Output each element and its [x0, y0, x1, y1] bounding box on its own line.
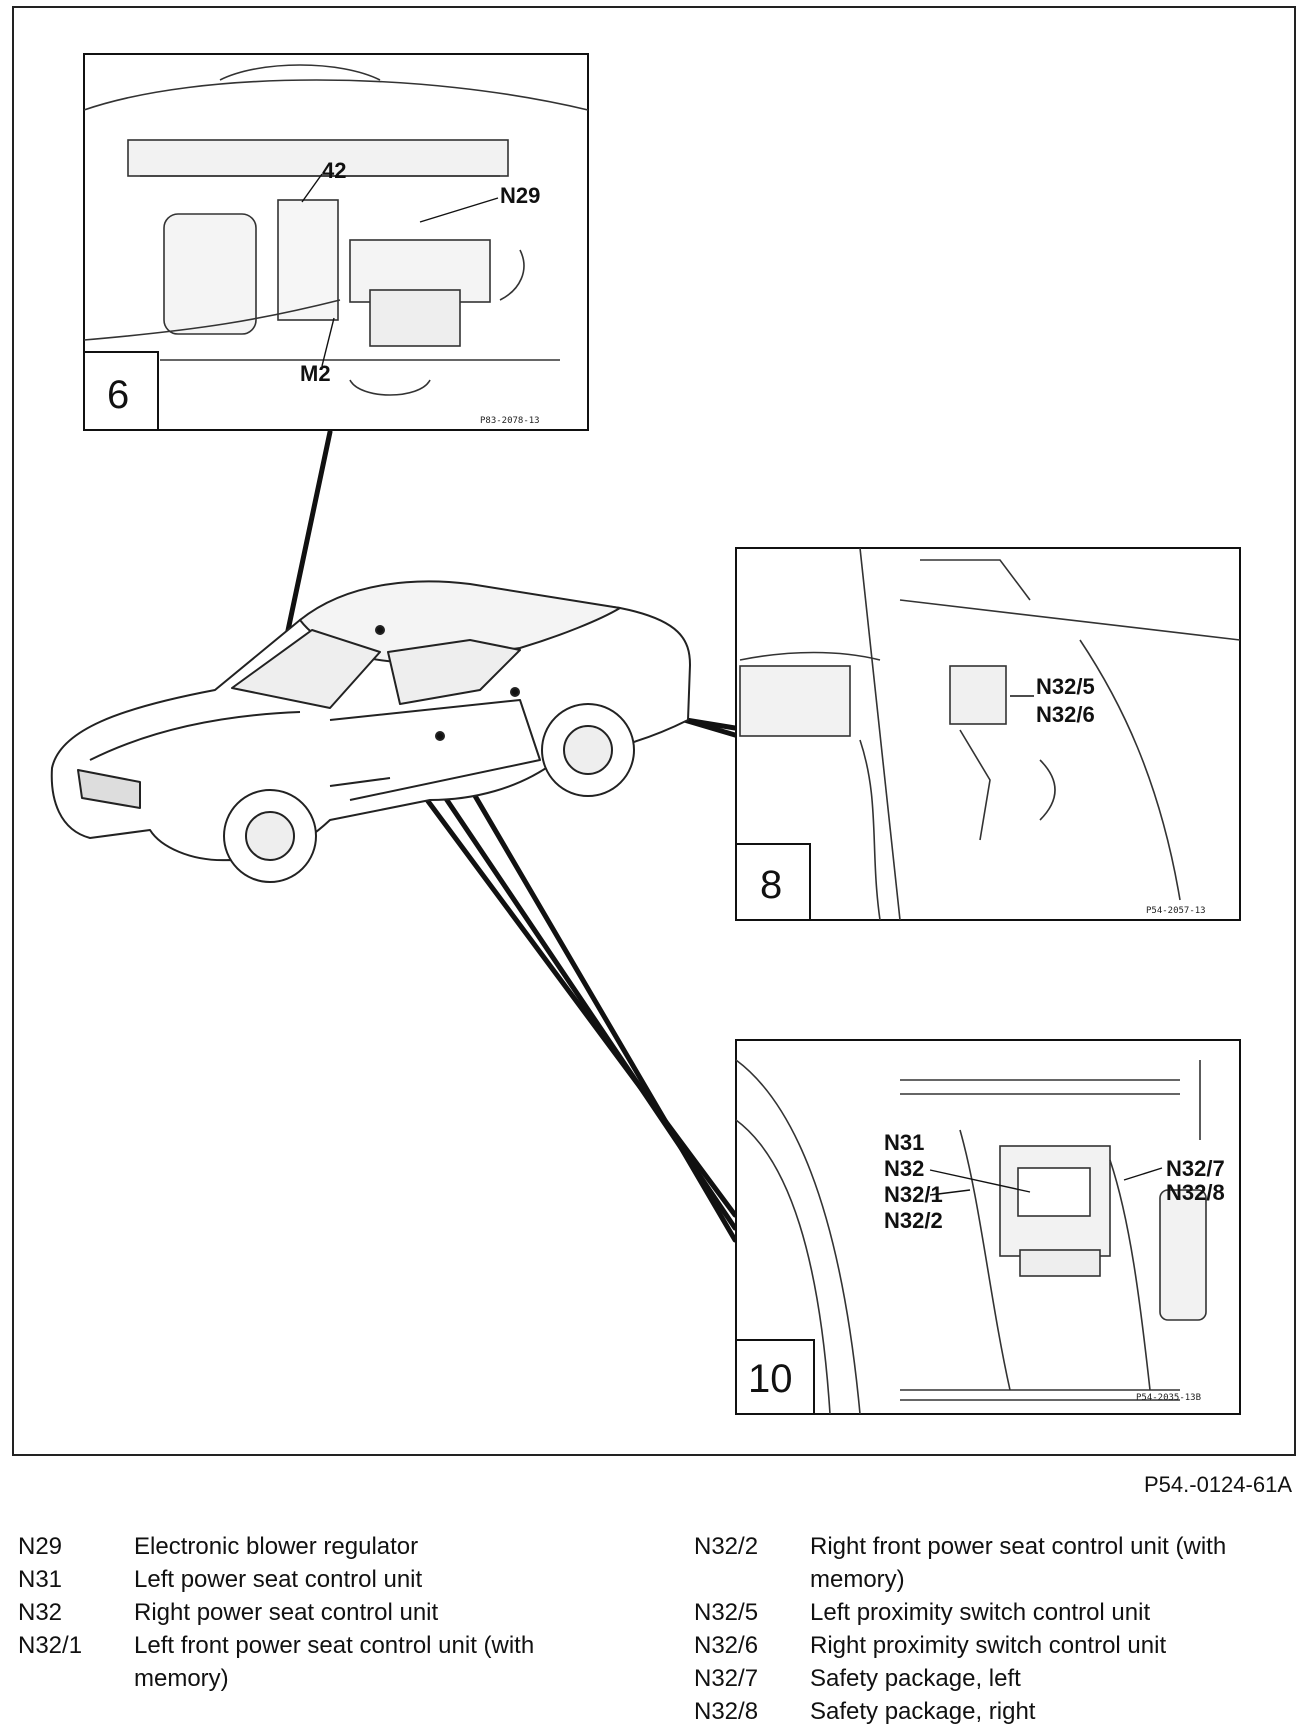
figure-reference: P54.-0124-61A [1144, 1472, 1292, 1497]
legend-column-left: N29 Electronic blower regulator N31 Left… [18, 1530, 638, 1695]
panel-10-callout: N32/7 [1166, 1156, 1225, 1181]
legend-row: N32/5 Left proximity switch control unit [694, 1596, 1294, 1629]
legend-description: Safety package, left [810, 1665, 1021, 1692]
legend-description: Safety package, right [810, 1698, 1036, 1725]
car-marker-dot [435, 731, 445, 741]
leader-lines [269, 429, 738, 1243]
legend-column-right: N32/2 Right front power seat control uni… [694, 1530, 1294, 1728]
panel-10-number: 10 [748, 1357, 793, 1401]
legend-description: Right front power seat control unit (wit… [810, 1533, 1227, 1593]
legend-description: Electronic blower regulator [134, 1533, 419, 1560]
legend-row: N32/6 Right proximity switch control uni… [694, 1629, 1294, 1662]
car-illustration [50, 580, 691, 883]
legend-row: N32 Right power seat control unit [18, 1596, 638, 1629]
panel-10-callout: N32 [884, 1156, 924, 1181]
legend-code: N29 [18, 1533, 63, 1560]
legend-row: N32/7 Safety package, left [694, 1662, 1294, 1695]
legend-code: N31 [18, 1566, 63, 1593]
legend-code: N32/8 [694, 1698, 759, 1725]
panel-6-illustration [83, 64, 589, 396]
legend-description: Left power seat control unit [134, 1566, 423, 1593]
panel-8-callout: N32/6 [1036, 702, 1095, 727]
car-front-wheel-hub [245, 811, 295, 861]
panel-10-image-ref: P54-2035-13B [1136, 1393, 1201, 1403]
legend-code: N32 [18, 1599, 63, 1626]
panel-6: 42 N29 M2 6 P83-2078-13 [83, 53, 589, 431]
legend-row: N32/2 Right front power seat control uni… [694, 1530, 1294, 1596]
legend-description: Right proximity switch control unit [810, 1632, 1167, 1659]
car-hood-line [89, 711, 301, 761]
panel-6-callout: M2 [300, 361, 331, 386]
car-side-trim [329, 777, 391, 787]
legend-code: N32/1 [18, 1632, 83, 1659]
panel-10-callout: N32/1 [884, 1182, 943, 1207]
legend-row: N29 Electronic blower regulator [18, 1530, 638, 1563]
panel-6-callout: N29 [500, 183, 540, 208]
figure-frame [12, 6, 1296, 1456]
panel-8-illustration [739, 547, 1241, 921]
car-marker-dot [510, 687, 520, 697]
panel-10-callout: N31 [884, 1130, 924, 1155]
car-side-window [387, 639, 521, 705]
legend-row: N31 Left power seat control unit [18, 1563, 638, 1596]
legend-code: N32/5 [694, 1599, 759, 1626]
legend-row: N32/1 Left front power seat control unit… [18, 1629, 638, 1695]
car-windshield [231, 629, 381, 709]
panel-6-image-ref: P83-2078-13 [480, 416, 540, 426]
panel-6-callout: 42 [322, 158, 346, 183]
panel-10-callout: N32/2 [884, 1208, 943, 1233]
legend-description: Left proximity switch control unit [810, 1599, 1151, 1626]
legend-description: Right power seat control unit [134, 1599, 439, 1626]
car-grille [77, 769, 141, 809]
panel-8: N32/5 N32/6 8 P54-2057-13 [735, 547, 1241, 921]
car-door-line [329, 699, 541, 801]
legend-code: N32/6 [694, 1632, 759, 1659]
panel-6-number: 6 [107, 373, 129, 417]
legend-description: Left front power seat control unit (with… [134, 1632, 535, 1692]
panel-10-callout: N32/8 [1166, 1180, 1225, 1205]
leader-to-panel-10-c [437, 733, 738, 1243]
car-marker-dot [375, 625, 385, 635]
legend-row: N32/8 Safety package, right [694, 1695, 1294, 1728]
legend-code: N32/2 [694, 1533, 759, 1560]
legend-code: N32/7 [694, 1665, 759, 1692]
panel-10-illustration [735, 1059, 1207, 1415]
panel-8-number: 8 [760, 863, 782, 907]
panel-10: N31 N32 N32/1 N32/2 N32/7 N32/8 10 P54-2… [735, 1039, 1241, 1415]
diagram: 42 N29 M2 6 P83-2078-13 N32/5 N32/6 8 P5… [50, 53, 1241, 1415]
panel-8-callout: N32/5 [1036, 674, 1095, 699]
panel-8-image-ref: P54-2057-13 [1146, 906, 1206, 916]
car-rear-wheel-hub [563, 725, 613, 775]
